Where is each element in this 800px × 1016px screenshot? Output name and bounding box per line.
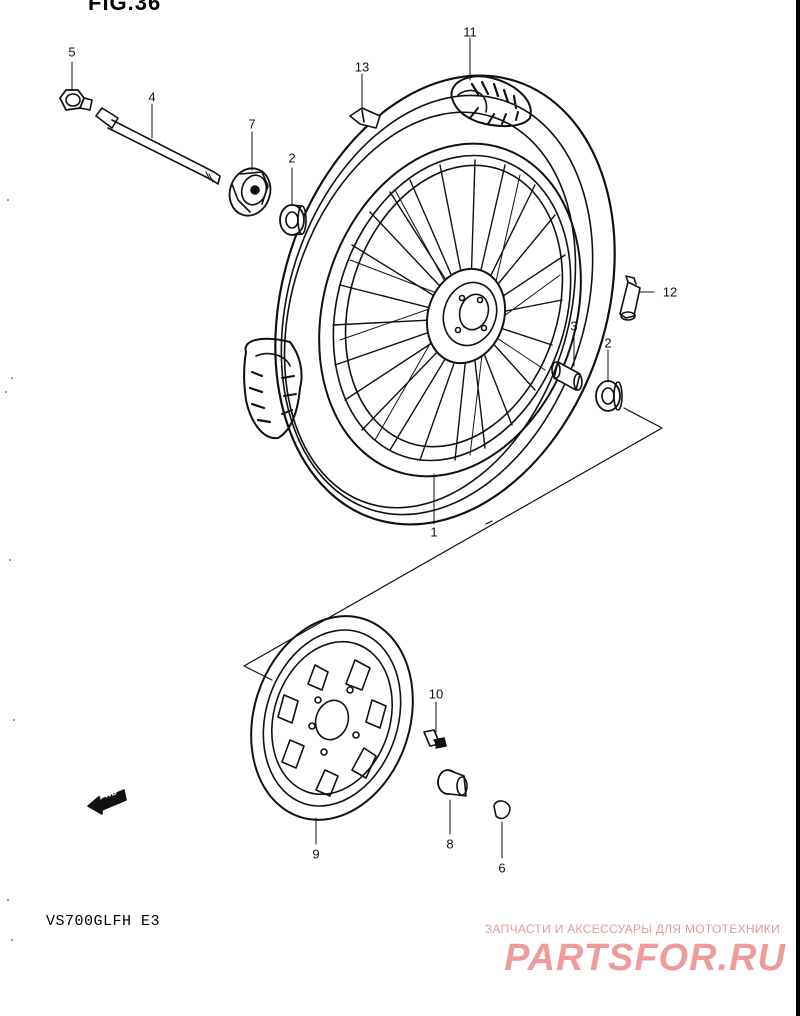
wheel-rim [318, 142, 582, 478]
wheel-hub [425, 267, 507, 365]
balance-weight [349, 107, 381, 129]
callout-11: 11 [463, 24, 477, 40]
callout-5: 5 [68, 44, 76, 60]
page-frame-edge [796, 0, 800, 1016]
callout-2-right: 2 [604, 335, 612, 351]
tire [243, 74, 616, 526]
collar-nut [437, 769, 468, 797]
watermark-logo: PARTSFOR.RU [504, 937, 786, 979]
bearing-right [595, 380, 623, 412]
axle-nut [59, 89, 93, 111]
callout-12: 12 [662, 284, 678, 300]
callout-6: 6 [498, 860, 506, 876]
tire-valve [619, 275, 641, 321]
callout-1: 1 [430, 524, 438, 540]
callout-2-left: 2 [288, 150, 296, 166]
callout-9: 9 [312, 846, 320, 862]
callout-13: 13 [354, 59, 370, 75]
spacer [551, 361, 583, 391]
bearing-left [279, 204, 307, 236]
assembly-lines [243, 407, 663, 681]
scan-specks [5, 199, 15, 941]
cap [493, 800, 511, 820]
callout-8: 8 [446, 836, 454, 852]
brake-disc [250, 615, 414, 821]
watermark-caption: ЗАПЧАСТИ И АКСЕССУАРЫ ДЛЯ МОТОТЕХНИКИ [484, 922, 780, 936]
figure-title: FIG.36 [88, 0, 162, 15]
leader-lines [71, 37, 655, 859]
speedometer-gearbox [228, 167, 272, 217]
disc-bolt [423, 729, 447, 749]
callout-3: 3 [570, 318, 578, 334]
callout-10: 10 [428, 686, 444, 702]
fwd-arrow-icon [87, 789, 127, 815]
callout-7: 7 [248, 116, 256, 132]
callout-4: 4 [148, 89, 156, 105]
front-axle [95, 107, 221, 185]
model-code: VS700GLFH E3 [46, 913, 161, 930]
